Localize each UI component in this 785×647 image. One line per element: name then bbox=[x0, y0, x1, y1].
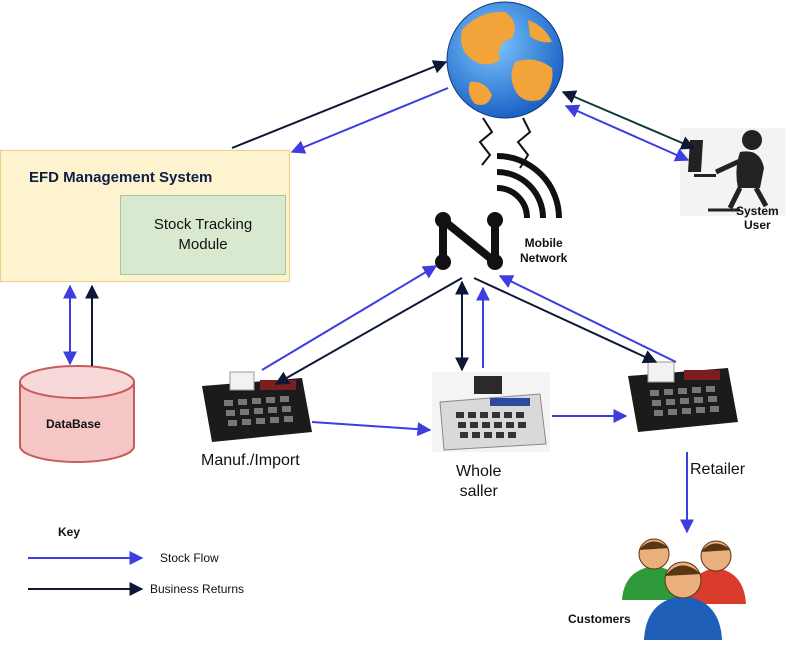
system-user-label: System User bbox=[736, 204, 779, 232]
mobile-network-label: Mobile Network bbox=[520, 236, 567, 266]
customers-label: Customers bbox=[568, 612, 631, 626]
manufacturer-label: Manuf./Import bbox=[201, 452, 300, 469]
database-icon bbox=[19, 365, 135, 463]
arrow-globe-to-efd bbox=[290, 87, 449, 154]
arrow-retailer-to-network bbox=[498, 275, 677, 363]
arrow-network-to-retailer bbox=[473, 277, 658, 364]
mobile-network-line-1: Mobile bbox=[524, 236, 563, 250]
module-line-2: Module bbox=[178, 236, 228, 253]
database-label: DataBase bbox=[46, 417, 101, 431]
system-user-line-1: System bbox=[736, 204, 779, 218]
pos-terminal-icon bbox=[628, 361, 738, 432]
mobile-network-line-2: Network bbox=[520, 251, 568, 265]
retailer-label: Retailer bbox=[690, 461, 746, 478]
wholesaler-line-1: Whole bbox=[456, 463, 502, 480]
pos-terminal-icon bbox=[202, 371, 312, 442]
arrow-manuf-to-network bbox=[261, 265, 438, 371]
efd-title: EFD Management System bbox=[29, 169, 213, 186]
system-user-icon bbox=[680, 128, 785, 216]
arrow-globe-user-b bbox=[564, 104, 690, 162]
cash-register-icon bbox=[432, 372, 550, 452]
key-title: Key bbox=[58, 525, 81, 539]
arrow-efd-to-globe bbox=[231, 60, 448, 149]
arrow-network-to-manuf bbox=[274, 277, 463, 385]
customers-icon bbox=[622, 538, 746, 640]
globe-icon bbox=[446, 1, 564, 119]
stock-tracking-module-box: Stock Tracking Module bbox=[120, 195, 286, 275]
system-user-line-2: User bbox=[744, 218, 771, 232]
wholesaler-label: Whole saller bbox=[456, 462, 501, 502]
arrow-manuf-to-wholesaler bbox=[311, 421, 432, 437]
arrow-globe-user-a bbox=[561, 90, 696, 150]
mobile-network-icon bbox=[435, 153, 562, 270]
key-stock-flow-label: Stock Flow bbox=[160, 551, 219, 565]
wholesaler-line-2: saller bbox=[459, 483, 498, 500]
efd-management-system-box: EFD Management System Stock Tracking Mod… bbox=[0, 150, 290, 282]
key-business-returns-label: Business Returns bbox=[150, 582, 245, 596]
module-line-1: Stock Tracking bbox=[153, 216, 253, 233]
